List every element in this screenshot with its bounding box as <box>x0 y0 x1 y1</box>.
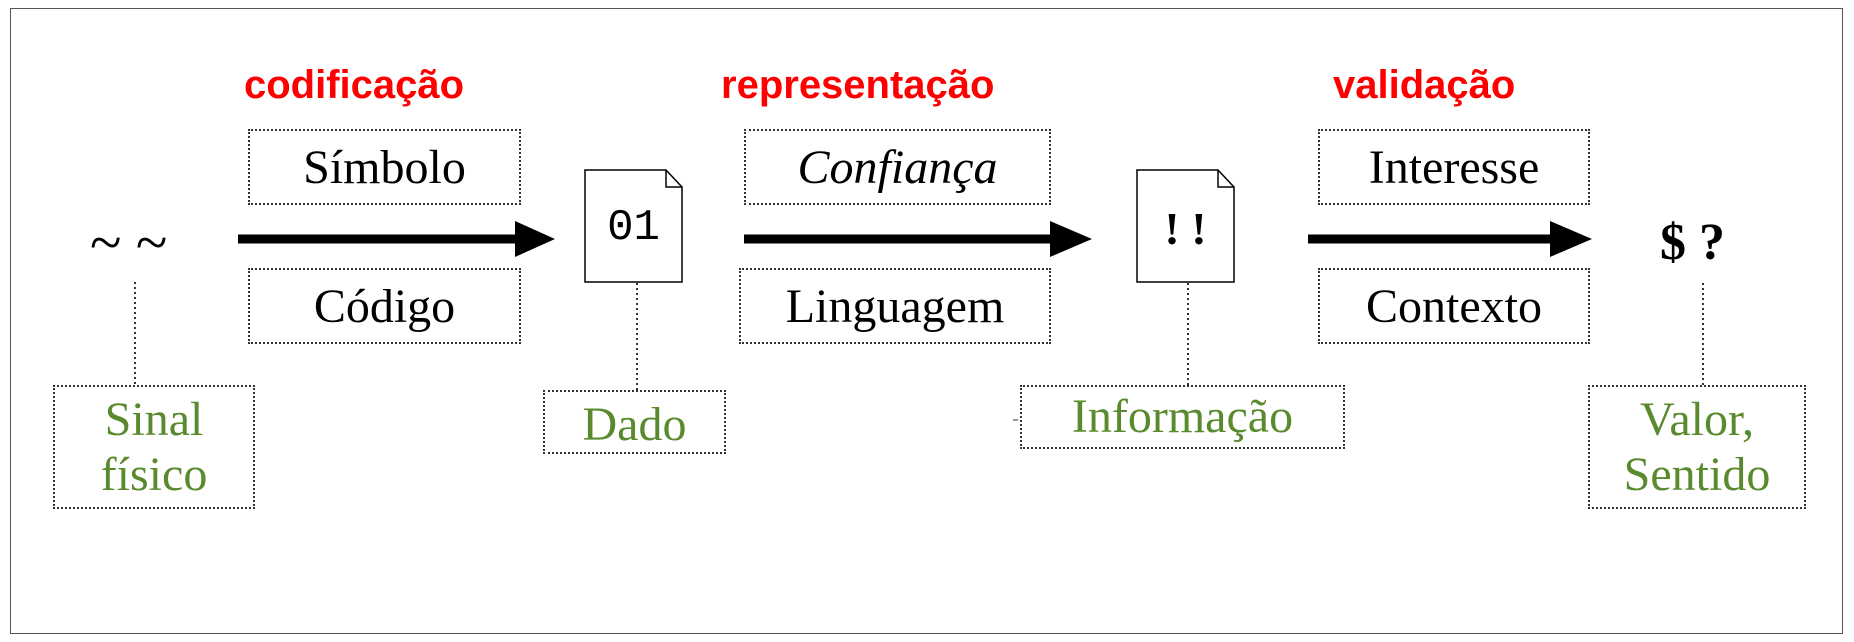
arrow-representacao <box>744 221 1092 257</box>
label-contexto: Contexto <box>1318 268 1590 344</box>
label-confianca: Confiança <box>744 129 1051 205</box>
concept-valor-line2: Sentido <box>1623 448 1771 501</box>
concept-sinal-line2: físico <box>100 448 208 501</box>
arrow-validacao <box>1308 221 1592 257</box>
heading-representacao: representação <box>721 63 995 107</box>
label-linguagem: Linguagem <box>739 268 1051 344</box>
concept-dado: Dado <box>543 390 726 454</box>
document-icon-dado <box>584 169 683 283</box>
symbol-valor: $ ? <box>1660 214 1725 271</box>
symbol-sinal: ~ ~ <box>90 210 168 275</box>
heading-codificacao: codificação <box>244 63 465 107</box>
label-codigo: Código <box>248 268 521 344</box>
label-simbolo: Símbolo <box>248 129 521 205</box>
concept-valor-line1: Valor, <box>1639 392 1755 446</box>
heading-validacao: validação <box>1333 63 1516 107</box>
concept-valor-sentido: Valor, Sentido <box>1588 385 1806 509</box>
arrow-codificacao <box>238 221 555 257</box>
concept-sinal-fisico: Sinal físico <box>53 385 255 509</box>
concept-informacao: Informação <box>1020 385 1345 449</box>
symbol-dado: 01 <box>607 203 660 253</box>
document-icon-informacao <box>1136 169 1235 283</box>
concept-sinal-line1: Sinal <box>104 392 204 446</box>
symbol-informacao: ! ! <box>1164 203 1207 254</box>
label-interesse: Interesse <box>1318 129 1590 205</box>
